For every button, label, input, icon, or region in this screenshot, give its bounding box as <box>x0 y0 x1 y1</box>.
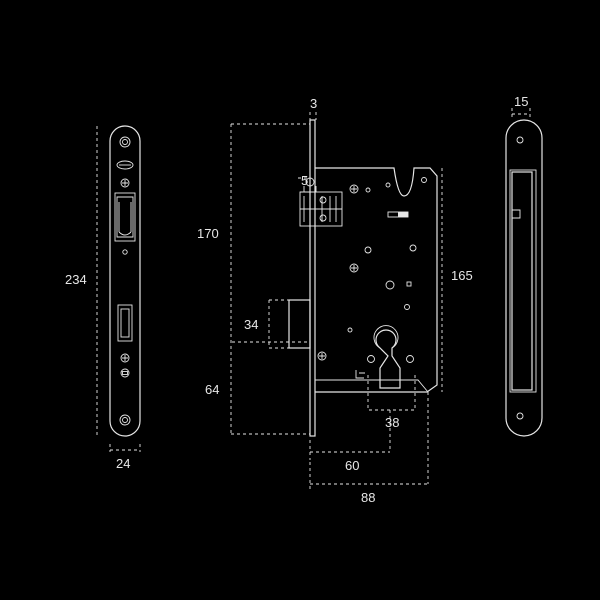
lock-case-outline <box>315 167 438 393</box>
strike-recess <box>509 169 537 393</box>
screw-icon <box>349 184 359 194</box>
faceplate-height-label: 234 <box>65 272 87 287</box>
latch-offset-dimension-line <box>298 177 310 193</box>
body-depth-label: 88 <box>361 490 375 505</box>
case-height-dimension-line <box>230 123 310 435</box>
depth-dimension-line <box>309 392 429 490</box>
strike-plate-view: 15 <box>505 94 543 437</box>
latch-bolt <box>116 196 134 238</box>
brand-logo <box>116 160 134 170</box>
deadbolt <box>288 299 311 349</box>
strike-plate-outline <box>505 119 543 437</box>
latch-offset-label: 5 <box>301 173 308 188</box>
strike-width-label: 15 <box>514 94 528 109</box>
faceplate-front-view: 234 24 <box>65 125 141 471</box>
screw-icon <box>317 351 327 361</box>
bottom-screw-hole <box>119 414 131 426</box>
screw-icon <box>120 178 130 188</box>
lock-body-side-view: 3 170 5 34 64 165 38 60 88 <box>197 96 473 505</box>
bolt-height-label: 34 <box>244 317 258 332</box>
forend-height-label: 165 <box>451 268 473 283</box>
roller-icon <box>120 368 130 378</box>
backset-label: 60 <box>345 458 359 473</box>
deadbolt-window <box>117 304 133 342</box>
top-screw-hole <box>119 136 131 148</box>
backset-dimension-line <box>309 410 391 460</box>
top-screw-hole <box>516 136 524 144</box>
screw-icon <box>349 263 359 273</box>
euro-cylinder-cutout-icon <box>375 329 401 389</box>
faceplate-outline <box>109 125 141 437</box>
faceplate-side <box>309 119 316 437</box>
cylinder-to-bottom-label: 64 <box>205 382 219 397</box>
latch-window <box>114 192 136 242</box>
faceplate-thickness-label: 3 <box>310 96 317 111</box>
bottom-screw-hole <box>516 412 524 420</box>
small-screw-hole <box>122 249 128 255</box>
width-dimension-line <box>109 444 141 452</box>
strike-width-dimension-line <box>511 108 531 120</box>
case-height-label: 170 <box>197 226 219 241</box>
cylinder-width-label: 38 <box>385 415 399 430</box>
faceplate-width-label: 24 <box>116 456 130 471</box>
bolt-height-dimension-line <box>268 299 289 349</box>
screw-icon <box>120 353 130 363</box>
thickness-dimension-line <box>309 112 317 120</box>
